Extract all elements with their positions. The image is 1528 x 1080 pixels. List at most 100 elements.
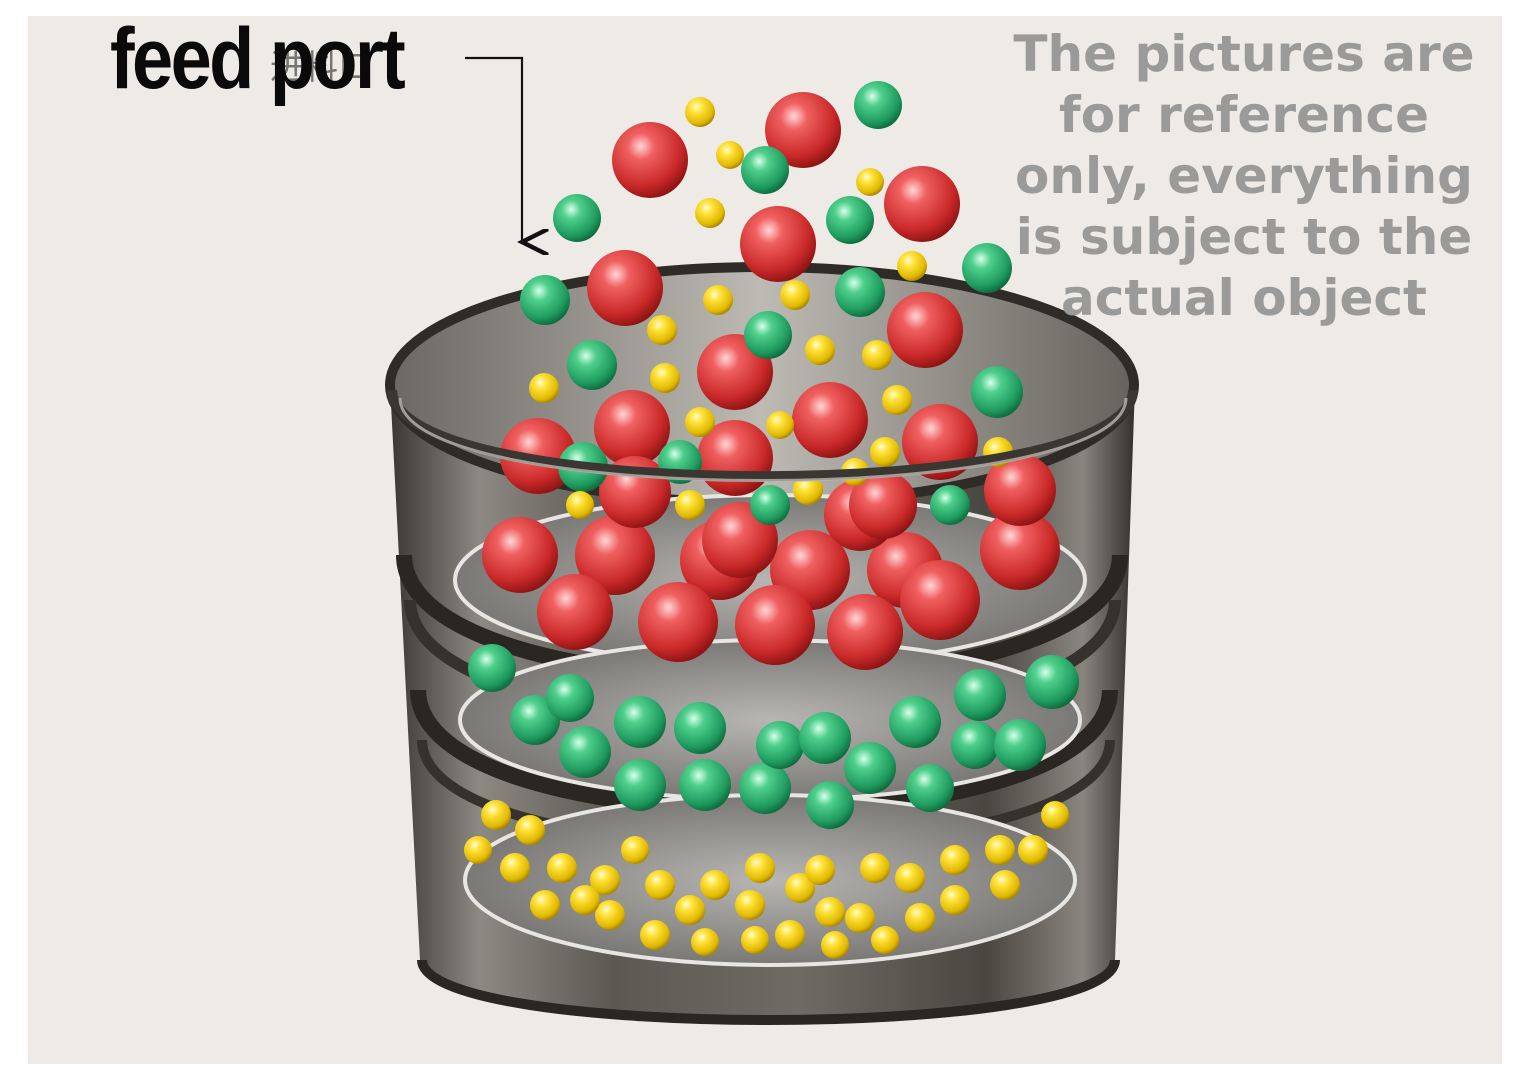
red-ball	[900, 560, 980, 640]
yellow-ball	[905, 903, 935, 933]
green-ball	[844, 742, 896, 794]
yellow-ball	[481, 800, 511, 830]
yellow-ball	[741, 926, 769, 954]
yellow-balls-bottom-tray	[464, 800, 1069, 959]
sieve-front-rim	[387, 389, 1138, 482]
yellow-ball	[675, 895, 705, 925]
green-ball	[739, 762, 791, 814]
red-ball	[537, 574, 613, 650]
green-ball	[614, 696, 666, 748]
green-ball	[468, 644, 516, 692]
yellow-ball	[716, 141, 744, 169]
disclaimer-line-5: actual object	[1061, 269, 1427, 327]
green-ball	[906, 764, 954, 812]
yellow-ball	[547, 853, 577, 883]
green-ball	[799, 712, 851, 764]
green-ball	[854, 81, 902, 129]
yellow-ball	[640, 920, 670, 950]
yellow-ball	[685, 97, 715, 127]
red-ball	[482, 517, 558, 593]
red-ball	[884, 166, 960, 242]
green-ball	[835, 267, 885, 317]
red-ball	[765, 92, 841, 168]
yellow-ball	[805, 335, 835, 365]
sieve-bottom-edge	[417, 958, 1120, 1025]
green-ball	[559, 726, 611, 778]
green-ball	[567, 340, 617, 390]
red-ball	[849, 471, 917, 539]
green-ball	[553, 194, 601, 242]
feed-arrow	[465, 56, 522, 242]
disclaimer-line-2: for reference	[1058, 86, 1430, 144]
green-ball	[674, 702, 726, 754]
green-ball	[806, 781, 854, 829]
red-ball	[612, 122, 688, 198]
disclaimer-text: The pictures are for reference only, eve…	[984, 24, 1504, 329]
yellow-ball	[815, 897, 845, 927]
yellow-ball	[595, 900, 625, 930]
yellow-ball	[895, 863, 925, 893]
green-ball	[546, 674, 594, 722]
green-balls-middle-tray	[468, 644, 1079, 829]
yellow-ball	[675, 490, 705, 520]
red-ball	[984, 454, 1056, 526]
yellow-ball	[871, 926, 899, 954]
yellow-ball	[566, 491, 594, 519]
yellow-ball	[647, 315, 677, 345]
yellow-ball	[735, 890, 765, 920]
yellow-ball	[897, 251, 927, 281]
yellow-ball	[805, 855, 835, 885]
yellow-ball	[570, 885, 600, 915]
yellow-ball	[845, 903, 875, 933]
disclaimer-line-3: only, everything	[1015, 147, 1473, 205]
disclaimer-line-4: is subject to the	[1015, 208, 1473, 266]
red-ball	[792, 382, 868, 458]
yellow-ball	[464, 836, 492, 864]
yellow-ball	[645, 870, 675, 900]
yellow-ball	[985, 835, 1015, 865]
yellow-ball	[530, 890, 560, 920]
yellow-ball	[780, 280, 810, 310]
red-ball	[735, 585, 815, 665]
yellow-ball	[621, 836, 649, 864]
yellow-ball	[685, 407, 715, 437]
red-ball	[827, 594, 903, 670]
disclaimer-line-1: The pictures are	[1013, 25, 1475, 83]
yellow-ball	[1041, 801, 1069, 829]
green-ball	[756, 721, 804, 769]
yellow-ball	[650, 363, 680, 393]
green-ball	[994, 719, 1046, 771]
sieve-front-rim-highlight	[398, 397, 1128, 482]
yellow-ball	[590, 865, 620, 895]
red-ball	[575, 515, 655, 595]
yellow-ball	[882, 385, 912, 415]
yellow-ball	[821, 931, 849, 959]
red-ball	[740, 206, 816, 282]
yellow-ball	[856, 168, 884, 196]
yellow-ball	[703, 285, 733, 315]
yellow-ball	[529, 373, 559, 403]
yellow-ball	[766, 411, 794, 439]
yellow-ball	[793, 475, 823, 505]
green-ball	[951, 721, 999, 769]
yellow-ball	[940, 845, 970, 875]
yellow-ball	[695, 198, 725, 228]
green-ball	[614, 759, 666, 811]
yellow-ball	[745, 853, 775, 883]
yellow-ball	[515, 815, 545, 845]
red-ball	[587, 250, 663, 326]
yellow-ball	[700, 870, 730, 900]
green-ball	[744, 311, 792, 359]
yellow-ball	[870, 437, 900, 467]
yellow-ball	[862, 340, 892, 370]
green-ball	[1025, 655, 1079, 709]
green-ball	[962, 243, 1012, 293]
green-ball	[826, 196, 874, 244]
yellow-ball	[691, 928, 719, 956]
green-ball	[954, 669, 1006, 721]
red-ball	[980, 510, 1060, 590]
green-ball	[510, 695, 560, 745]
green-ball	[889, 696, 941, 748]
green-ball	[520, 275, 570, 325]
